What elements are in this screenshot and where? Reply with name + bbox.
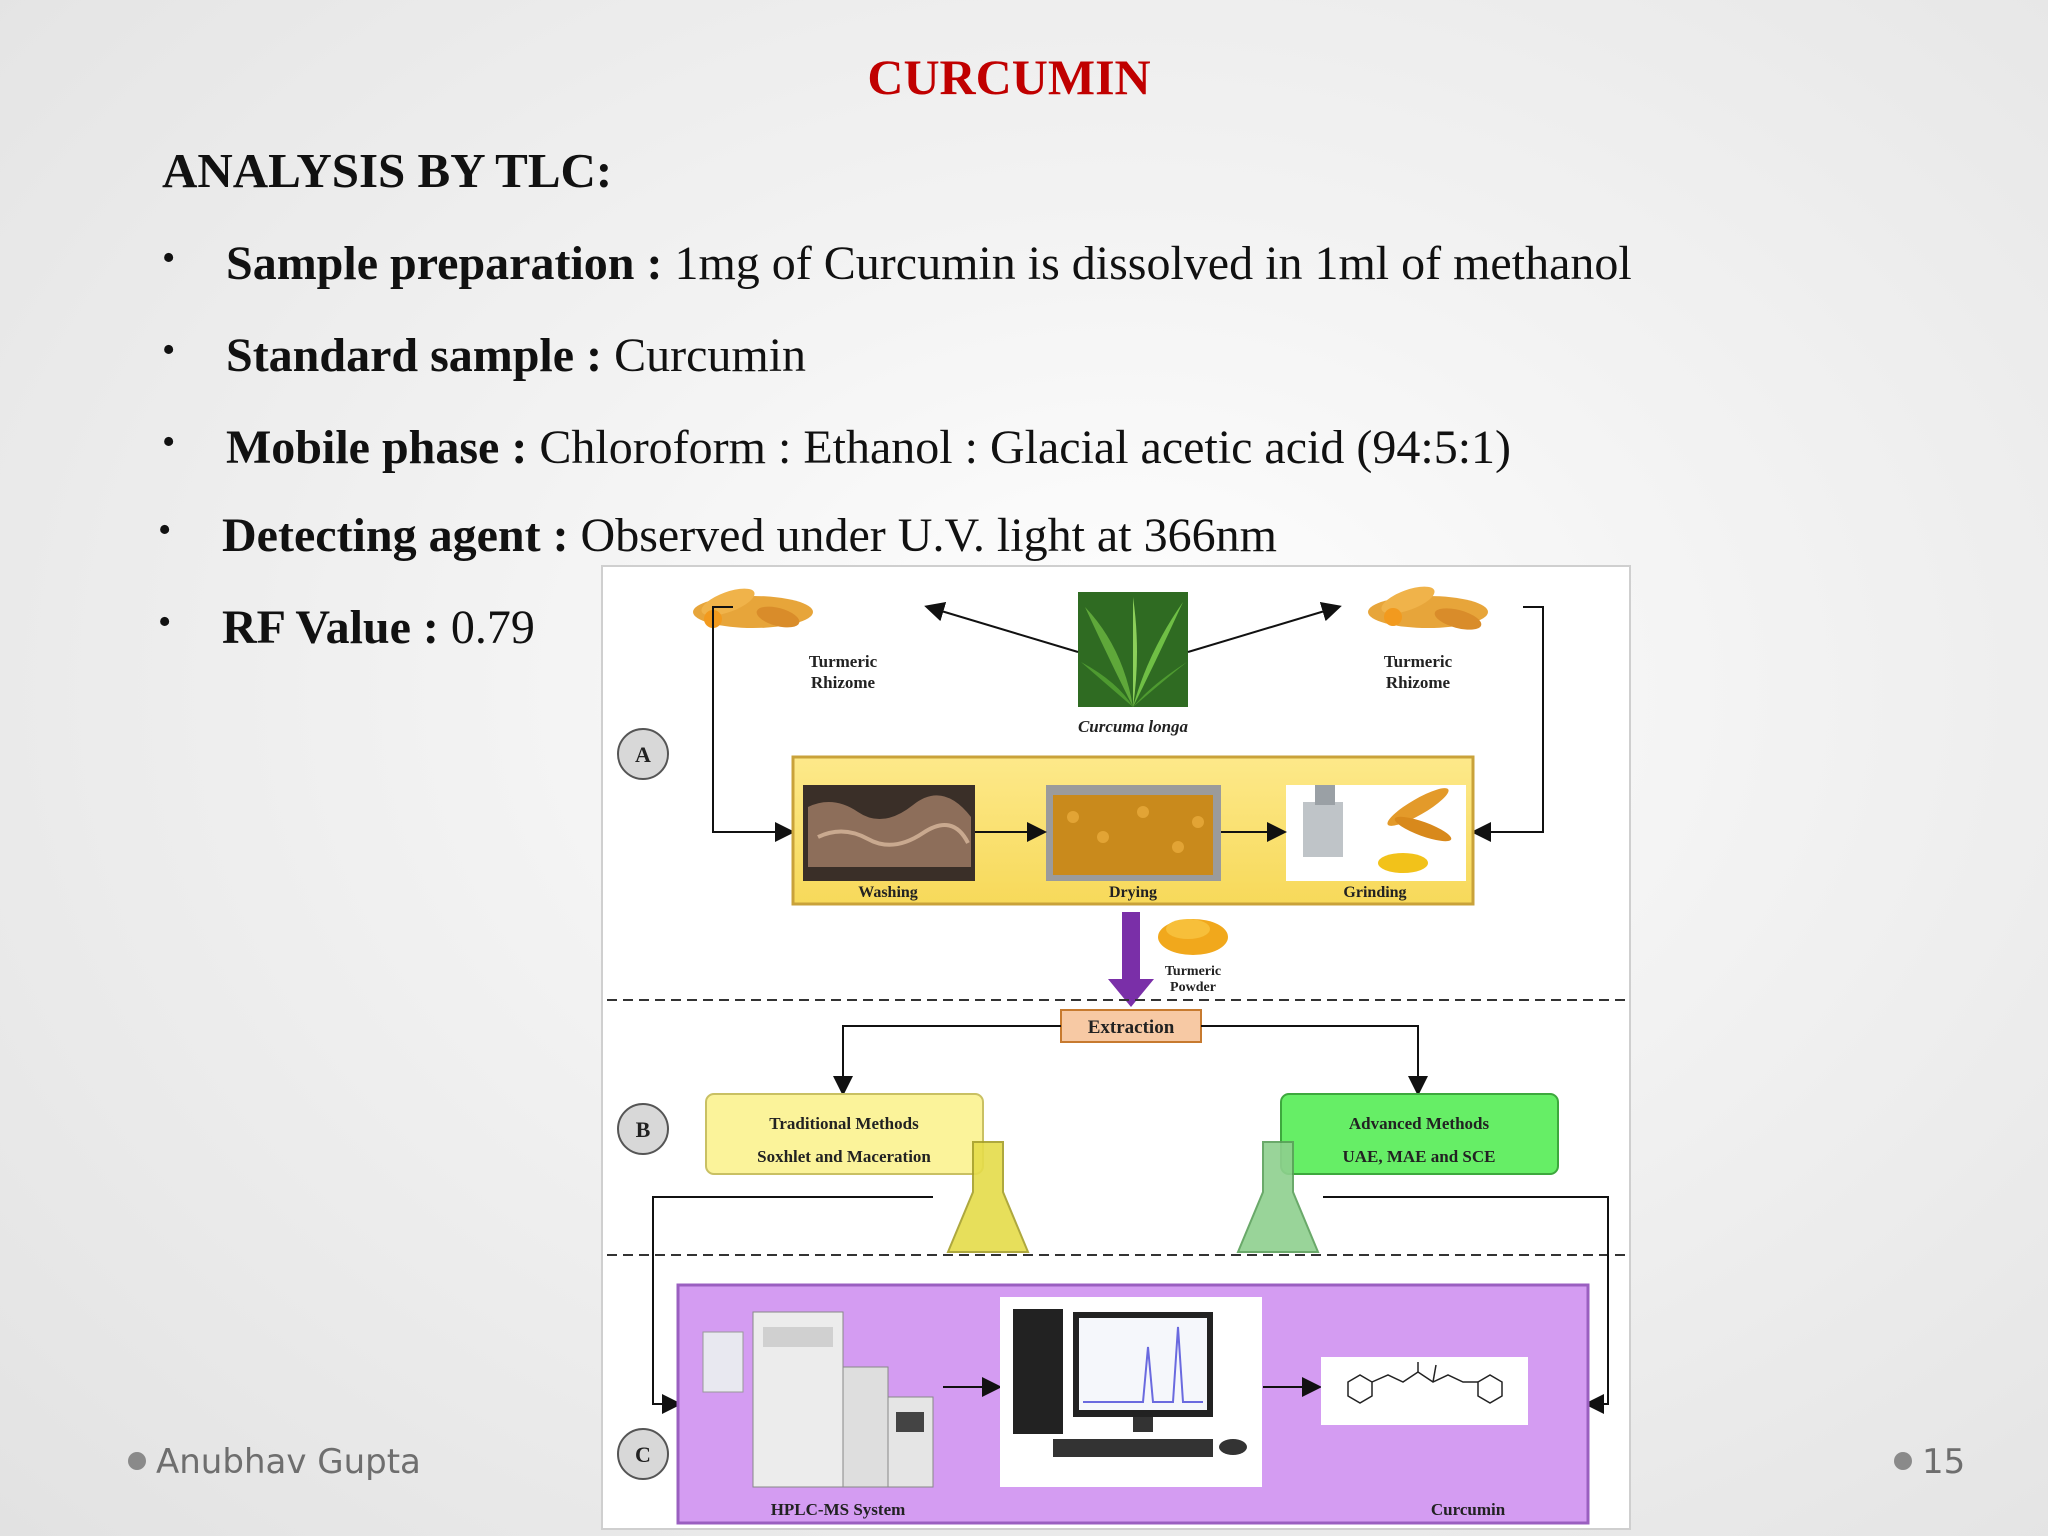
bullet-value: Chloroform : Ethanol : Glacial acetic ac… xyxy=(527,421,1512,474)
curcumin-label: Curcumin xyxy=(1431,1500,1506,1519)
section-b-badge: B xyxy=(617,1103,669,1155)
section-c-badge: C xyxy=(617,1428,669,1480)
step-washing: Washing xyxy=(858,884,918,901)
bullet-dot: • xyxy=(158,601,172,643)
section-a-label: A xyxy=(635,742,651,767)
bullet-value: Observed under U.V. light at 366nm xyxy=(568,509,1277,562)
advanced-methods-box xyxy=(1280,1093,1559,1175)
computer-image xyxy=(1000,1297,1262,1487)
bullet-label: RF Value : xyxy=(222,601,439,654)
down-arrow xyxy=(1108,912,1154,1007)
bullet-label: Sample preparation : xyxy=(226,237,663,290)
plant-label: Curcuma longa xyxy=(1078,717,1189,736)
powder-label-2: Powder xyxy=(1170,980,1216,995)
bullet-label: Detecting agent : xyxy=(222,509,569,562)
section-b-label: B xyxy=(636,1117,651,1142)
curcuma-plant-image xyxy=(1078,592,1188,707)
bullet-dot: • xyxy=(162,421,176,463)
rhizome-left-label-2: Rhizome xyxy=(811,673,876,692)
step-drying: Drying xyxy=(1109,884,1157,901)
curcumin-structure-image xyxy=(1321,1357,1528,1425)
bullet-label: Mobile phase : xyxy=(226,421,528,474)
bullet-value: 1mg of Curcumin is dissolved in 1ml of m… xyxy=(662,237,1632,290)
bullet-dot: • xyxy=(162,329,176,371)
section-heading: ANALYSIS BY TLC: xyxy=(162,143,613,198)
extraction-workflow-figure: Turmeric Rhizome Curcuma longa Turmeric … xyxy=(601,565,1631,1530)
turmeric-powder-image xyxy=(1158,919,1228,955)
author-name: Anubhav Gupta xyxy=(156,1442,421,1482)
traditional-title: Traditional Methods xyxy=(769,1114,919,1133)
grinding-image xyxy=(1286,785,1466,881)
footer-page-number: 15 xyxy=(1894,1442,1965,1482)
page-number: 15 xyxy=(1922,1442,1966,1482)
advanced-title: Advanced Methods xyxy=(1349,1114,1490,1133)
powder-label-1: Turmeric xyxy=(1165,964,1221,979)
rhizome-right-label-1: Turmeric xyxy=(1384,652,1453,671)
section-c-label: C xyxy=(635,1442,651,1467)
rhizome-right-image xyxy=(1368,586,1488,630)
footer-bullet-icon xyxy=(1894,1451,1912,1470)
workflow-diagram: Turmeric Rhizome Curcuma longa Turmeric … xyxy=(607,586,1625,1525)
traditional-methods-box xyxy=(705,1093,984,1175)
traditional-subtitle: Soxhlet and Maceration xyxy=(757,1147,931,1166)
step-grinding: Grinding xyxy=(1343,884,1406,901)
advanced-subtitle: UAE, MAE and SCE xyxy=(1342,1147,1495,1166)
rhizome-left-image xyxy=(693,588,813,628)
extraction-label: Extraction xyxy=(1088,1017,1175,1038)
flask-green-icon xyxy=(1236,1141,1320,1253)
rhizome-right-label-2: Rhizome xyxy=(1386,673,1451,692)
bullet-value: 0.79 xyxy=(438,601,535,654)
hplc-label: HPLC-MS System xyxy=(771,1500,906,1519)
footer-bullet-icon xyxy=(128,1451,146,1470)
section-a-badge: A xyxy=(617,728,669,780)
hplc-system-image xyxy=(702,1311,934,1488)
bullet-dot: • xyxy=(158,509,172,551)
bullet-value: Curcumin xyxy=(602,329,807,382)
bullet-label: Standard sample : xyxy=(226,329,603,382)
extraction-box xyxy=(1060,1009,1202,1043)
washing-image xyxy=(803,785,975,881)
slide-title: CURCUMIN xyxy=(867,49,1151,105)
bullet-dot: • xyxy=(162,237,176,279)
rhizome-left-label-1: Turmeric xyxy=(809,652,878,671)
footer-author: Anubhav Gupta xyxy=(128,1442,421,1482)
drying-image xyxy=(1046,785,1221,881)
flask-yellow-icon xyxy=(946,1141,1030,1253)
